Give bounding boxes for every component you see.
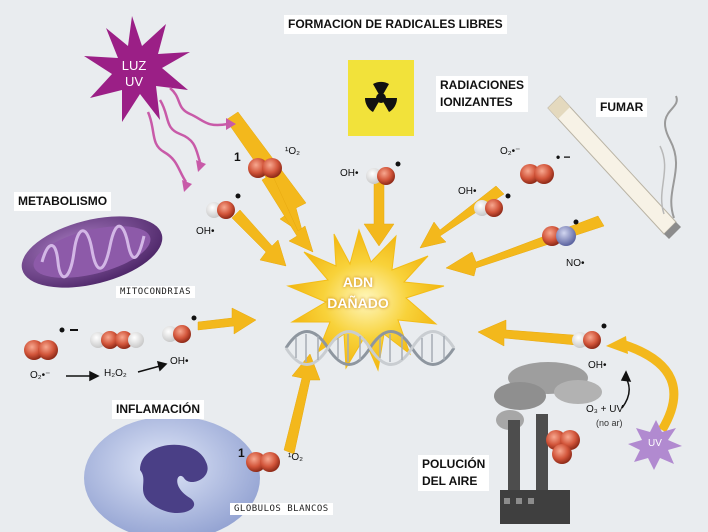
singlet-o2-bottom: ¹O₂ — [288, 452, 303, 463]
molecule-o2-top — [248, 158, 282, 178]
uv-light-label: LUZ UV — [112, 58, 156, 90]
dna-helix — [284, 330, 456, 366]
mitochondria-icon — [21, 216, 163, 288]
arrow-pollution — [477, 319, 587, 347]
arrow-metabolism — [197, 307, 257, 335]
radiation-label: RADIACIONES IONIZANTES — [436, 76, 529, 112]
molecule-oh-smoke — [474, 193, 511, 217]
singlet-number-top: 1 — [234, 150, 241, 164]
radiation-icon — [348, 60, 414, 136]
molecule-no — [542, 219, 579, 246]
damaged-dna-label: ADN DAÑADO — [318, 272, 398, 314]
molecule-oh-left — [206, 193, 241, 219]
superoxide-left-label: O₂•⁻ — [30, 370, 51, 381]
superoxide-smoke-dot: • − — [556, 150, 571, 164]
pollution-factory-icon — [494, 362, 602, 524]
uv-light-line2: UV — [124, 74, 144, 89]
cigarette-icon — [547, 95, 681, 239]
molecule-oh-mid — [162, 315, 197, 343]
radiation-line1: RADIACIONES — [440, 78, 525, 92]
white-cells-label: GLOBULOS BLANCOS — [230, 503, 333, 515]
oh-smoke-label: OH• — [458, 186, 477, 197]
smoking-label: FUMAR — [596, 98, 648, 117]
arrow-oh-left — [231, 209, 287, 267]
molecule-oh-pollution — [572, 323, 607, 349]
oh-radiation-label: OH• — [340, 168, 359, 179]
reaction-arrows — [66, 360, 632, 409]
white-blood-cell-icon — [84, 416, 260, 532]
no-air-label: (no ar) — [596, 418, 623, 428]
arrow-inflammation — [283, 353, 321, 455]
molecule-h2o2 — [90, 331, 144, 349]
arrow-uv-curve — [623, 340, 679, 433]
molecule-superoxide-left — [24, 327, 78, 360]
molecule-o2-bottom — [246, 452, 280, 472]
mitochondria-label: MITOCONDRIAS — [116, 286, 196, 298]
molecule-o3 — [546, 430, 580, 464]
no-radical-label: NO• — [566, 258, 585, 269]
ozone-uv-label: O₃ + UV — [586, 404, 624, 415]
radiation-line2: IONIZANTES — [440, 95, 513, 109]
arrow-singlet-top — [261, 173, 314, 253]
arrow-uv-curve-head — [606, 336, 628, 354]
uv-rays — [146, 87, 229, 183]
uv-small-label: UV — [648, 438, 662, 449]
pollution-line1: POLUCIÓN — [422, 457, 486, 471]
metabolism-label: METABOLISMO — [14, 192, 112, 211]
singlet-number-bottom: 1 — [238, 446, 245, 460]
uv-small-icon — [628, 420, 682, 470]
oh-left-label: OH• — [196, 226, 215, 237]
molecule-oh-radiation — [366, 161, 401, 185]
pollution-line2: DEL AIRE — [422, 474, 478, 488]
damaged-dna-line1: ADN — [342, 274, 374, 290]
pollution-label: POLUCIÓN DEL AIRE — [418, 455, 490, 491]
singlet-o2-top: ¹O₂ — [285, 146, 300, 157]
arrow-radiation — [363, 179, 395, 247]
h2o2-label: H₂O₂ — [104, 368, 127, 379]
molecule-superoxide-smoke — [520, 164, 554, 184]
oh-mid-label: OH• — [170, 356, 189, 367]
inflammation-label: INFLAMACIÓN — [112, 400, 204, 419]
oh-pollution-label: OH• — [588, 360, 607, 371]
superoxide-smoke-label: O₂•⁻ — [500, 146, 521, 157]
damaged-dna-line2: DAÑADO — [327, 295, 389, 311]
uv-light-icon — [84, 16, 190, 122]
diagram-title: FORMACION DE RADICALES LIBRES — [284, 15, 507, 34]
uv-light-line1: LUZ — [121, 58, 147, 73]
